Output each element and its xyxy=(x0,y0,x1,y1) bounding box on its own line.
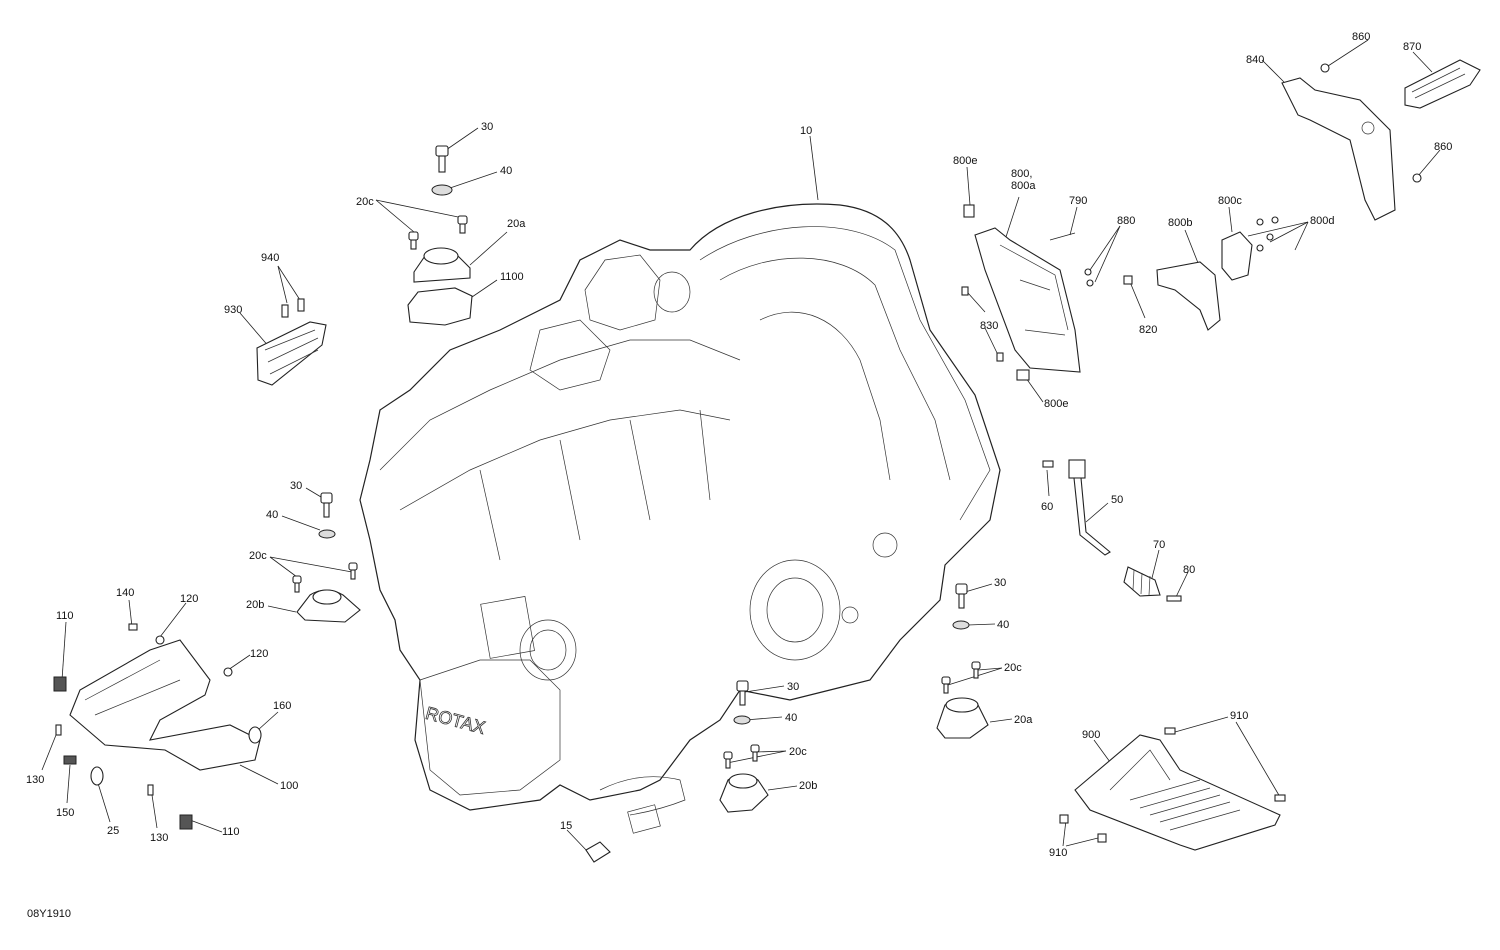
callout-label: 910 xyxy=(1049,847,1068,859)
skid-plate-900 xyxy=(1059,727,1286,851)
callout-label: 80 xyxy=(1183,564,1196,576)
callout-label: 1100 xyxy=(500,271,524,283)
callout-label: 800d xyxy=(1310,215,1335,227)
callout-label: 130 xyxy=(150,832,169,844)
callout-label: 930 xyxy=(224,304,243,316)
callout-label: 120 xyxy=(180,593,199,605)
callout-label: 20c xyxy=(249,550,267,562)
callout-label: 150 xyxy=(56,807,75,819)
callout-label: 70 xyxy=(1153,539,1166,551)
callout-label: 110 xyxy=(222,826,240,838)
callout-label: 10 xyxy=(800,125,813,137)
right-mount-parts xyxy=(719,583,989,813)
callout-label: 800e xyxy=(1044,398,1069,410)
callout-label: 20c xyxy=(356,196,374,208)
figure-id: 08Y1910 xyxy=(27,908,72,920)
callout-label: 20c xyxy=(1004,662,1022,674)
callout-label: 940 xyxy=(261,252,280,264)
callout-label: 60 xyxy=(1041,501,1054,513)
callout-label: 900 xyxy=(1082,729,1101,741)
callout-label: 110 xyxy=(56,610,74,622)
callout-label: 40 xyxy=(266,509,279,521)
callout-label: 40 xyxy=(500,165,513,177)
callout-label: 20b xyxy=(246,599,265,611)
callout-label: 880 xyxy=(1117,215,1136,227)
callout-label: 20a xyxy=(1014,714,1033,726)
callout-label: 120 xyxy=(250,648,269,660)
callout-label: 20b xyxy=(799,780,818,792)
callout-label: 800c xyxy=(1218,195,1242,207)
callout-label: 910 xyxy=(1230,710,1249,722)
callout-label: 820 xyxy=(1139,324,1158,336)
callout-label: 840 xyxy=(1246,54,1265,66)
callout-label: 790 xyxy=(1069,195,1088,207)
callout-label: 800e xyxy=(953,155,978,167)
bracket-100 xyxy=(53,623,262,830)
callout-label: 50 xyxy=(1111,494,1124,506)
callout-label: 160 xyxy=(273,700,292,712)
callout-label: 130 xyxy=(26,774,45,786)
callout-label: 100 xyxy=(280,780,299,792)
callout-label: 30 xyxy=(994,577,1007,589)
bracket-930 xyxy=(256,298,327,386)
callout-label: 25 xyxy=(107,825,120,837)
callout-label: 30 xyxy=(481,121,494,133)
shift-controls-800 xyxy=(961,204,1279,381)
callout-label: 830 xyxy=(980,320,999,332)
engine-assembly: ROTAX xyxy=(359,203,1001,834)
callout-label: 800, 800a xyxy=(1011,168,1036,192)
callout-label: 800b xyxy=(1168,217,1193,229)
callout-label: 860 xyxy=(1434,141,1453,153)
callout-label: 140 xyxy=(116,587,135,599)
callout-label: 30 xyxy=(290,480,303,492)
callout-label: 30 xyxy=(787,681,800,693)
callout-label: 20a xyxy=(507,218,526,230)
cover-840 xyxy=(1281,59,1481,221)
sensor-15 xyxy=(585,841,611,863)
callout-label: 40 xyxy=(785,712,798,724)
top-mount-parts xyxy=(407,145,473,326)
callout-label: 20c xyxy=(789,746,807,758)
callout-label: 15 xyxy=(560,820,573,832)
left-mount-parts xyxy=(292,492,361,623)
shift-lever-50 xyxy=(1042,459,1182,602)
callout-label: 40 xyxy=(997,619,1010,631)
callout-label: 870 xyxy=(1403,41,1422,53)
callout-label: 860 xyxy=(1352,31,1371,43)
